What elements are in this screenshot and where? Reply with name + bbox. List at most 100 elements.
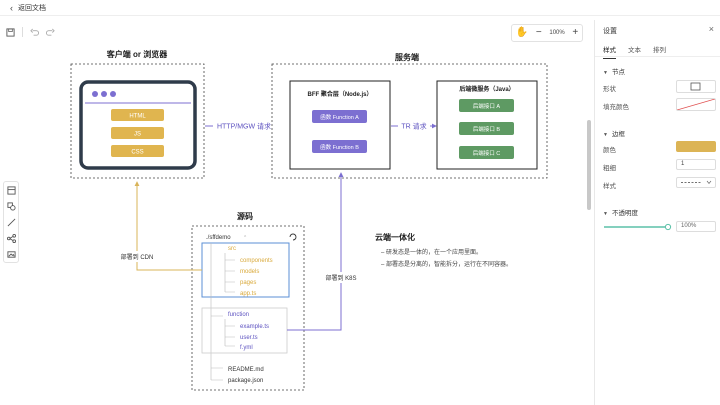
tree-models[interactable]: models <box>240 269 259 275</box>
shape-picker[interactable] <box>676 80 716 93</box>
tab-text[interactable]: 文本 <box>628 47 641 54</box>
border-width-label: 粗细 <box>603 165 616 172</box>
bff-function-b-label: 函数 Function B <box>320 143 359 151</box>
tab-style[interactable]: 样式 <box>603 44 616 59</box>
save-icon[interactable] <box>6 27 15 37</box>
refresh-icon[interactable] <box>289 233 297 241</box>
tr-label-bg <box>398 120 430 131</box>
cdn-label: 部署到 CDN <box>121 253 154 261</box>
tree-example-ts[interactable]: example.ts <box>240 324 269 330</box>
node-section-header[interactable]: ▼节点 <box>603 66 625 76</box>
border-color-swatch[interactable] <box>676 141 716 152</box>
tree-root-caret: ⌃ <box>243 235 247 241</box>
tree-pages[interactable]: pages <box>240 280 256 286</box>
client-title: 客户端 or 浏览器 <box>106 49 168 59</box>
microservice-title: 后端微服务（Java） <box>459 85 514 93</box>
server-group[interactable] <box>271 63 548 179</box>
toolbar-divider <box>22 27 23 37</box>
line-icon[interactable] <box>7 218 16 227</box>
tree-function-guides <box>224 319 235 347</box>
tree-readme[interactable]: README.md <box>228 367 264 373</box>
redo-icon[interactable] <box>46 28 55 37</box>
tr-label: TR 请求 <box>401 122 426 131</box>
diagram-canvas[interactable]: 客户端 or 浏览器 HTML JS CSS HTTP/MGW 请求 服务端 B… <box>0 0 594 405</box>
canvas-scrollbar[interactable] <box>587 120 591 210</box>
shape-label: 形状 <box>603 86 616 93</box>
browser-dot-1 <box>92 91 98 97</box>
backend-api-c[interactable] <box>459 146 514 159</box>
tree-f-yml[interactable]: f.yml <box>240 345 253 351</box>
source-group[interactable] <box>191 225 305 391</box>
browser-dot-3 <box>110 91 116 97</box>
k8s-label-bg <box>321 272 361 283</box>
fill-color-picker[interactable] <box>676 98 716 111</box>
cloud-point-1: – 研发态是一体的，在一个应用里面。 <box>381 248 482 256</box>
zoom-in-button[interactable]: + <box>572 27 579 38</box>
no-fill-slash-icon <box>676 98 716 111</box>
js-block[interactable] <box>111 127 164 139</box>
opacity-slider[interactable] <box>603 222 673 232</box>
rectangle-shape-icon <box>690 82 701 91</box>
bff-function-b[interactable] <box>312 140 367 153</box>
undo-icon[interactable] <box>30 28 39 37</box>
backend-api-b[interactable] <box>459 122 514 135</box>
html-label: HTML <box>129 114 146 120</box>
panel-tabs: 样式 文本 排列 <box>603 44 666 59</box>
tree-src-guides <box>224 253 235 293</box>
k8s-arrow[interactable] <box>287 172 344 331</box>
http-label: HTTP/MGW 请求 <box>217 122 271 131</box>
hand-tool-icon[interactable]: ✋ <box>515 27 529 38</box>
border-section-header[interactable]: ▼边框 <box>603 128 625 138</box>
opacity-slider-thumb[interactable] <box>664 223 672 231</box>
tree-function[interactable]: function <box>228 312 249 318</box>
cloud-point-2: – 部署态是分离的，智能拆分，运行在不同容器。 <box>381 260 512 268</box>
layout-icon[interactable] <box>6 185 16 195</box>
shapes-icon[interactable] <box>6 201 16 211</box>
zoom-control: ✋ − 100% + <box>511 24 583 42</box>
css-block[interactable] <box>111 145 164 157</box>
back-to-doc-link[interactable]: 返回文档 <box>18 4 46 12</box>
edit-toolbar <box>0 20 60 44</box>
tab-arrange[interactable]: 排列 <box>653 47 666 54</box>
back-chevron-icon[interactable]: ‹ <box>10 2 13 13</box>
opacity-input[interactable]: 100% <box>676 221 716 232</box>
backend-api-b-label: 后端接口 B <box>473 125 501 133</box>
client-group[interactable] <box>70 63 205 179</box>
html-block[interactable] <box>111 109 164 121</box>
backend-api-a[interactable] <box>459 99 514 112</box>
tree-src[interactable]: src <box>228 246 236 252</box>
http-label-bg <box>213 120 275 131</box>
cdn-arrow[interactable] <box>134 181 202 271</box>
opacity-section-header[interactable]: ▼不透明度 <box>603 207 638 217</box>
settings-panel: 设置 × 样式 文本 排列 ▼节点 形状 填充颜色 ▼边框 颜色 粗细 1 样式… <box>594 20 720 405</box>
zoom-out-button[interactable]: − <box>535 27 542 38</box>
cloud-title: 云端一体化 <box>375 232 415 242</box>
image-icon[interactable] <box>6 250 16 259</box>
close-icon[interactable]: × <box>708 24 714 34</box>
border-width-input[interactable]: 1 <box>676 159 716 170</box>
tree-components[interactable]: components <box>240 258 273 264</box>
bff-box[interactable] <box>289 80 391 170</box>
backend-api-a-label: 后端接口 A <box>473 102 501 110</box>
collapse-triangle-icon: ▼ <box>603 70 608 76</box>
cdn-label-bg <box>117 251 157 262</box>
node-section-label: 节点 <box>611 69 625 76</box>
bff-function-a[interactable] <box>312 110 367 123</box>
border-style-select[interactable] <box>676 177 716 188</box>
css-label: CSS <box>131 150 143 156</box>
chevron-down-icon <box>706 180 712 185</box>
bff-function-a-label: 函数 Function A <box>320 113 359 121</box>
tree-root: ./sffdemo <box>206 235 231 241</box>
connector-icon[interactable] <box>6 233 16 243</box>
tree-app-ts[interactable]: app.ts <box>240 291 256 297</box>
tree-package-json[interactable]: package.json <box>228 378 263 384</box>
border-section-label: 边框 <box>611 131 625 138</box>
border-style-label: 样式 <box>603 183 616 190</box>
collapse-triangle-icon: ▼ <box>603 132 608 138</box>
js-label: JS <box>134 132 141 138</box>
zoom-level[interactable]: 100% <box>549 30 565 36</box>
tree-user-ts[interactable]: user.ts <box>240 335 258 341</box>
tree-root-guides <box>210 243 223 381</box>
tab-divider <box>595 56 720 57</box>
k8s-label: 部署到 K8S <box>325 274 356 282</box>
